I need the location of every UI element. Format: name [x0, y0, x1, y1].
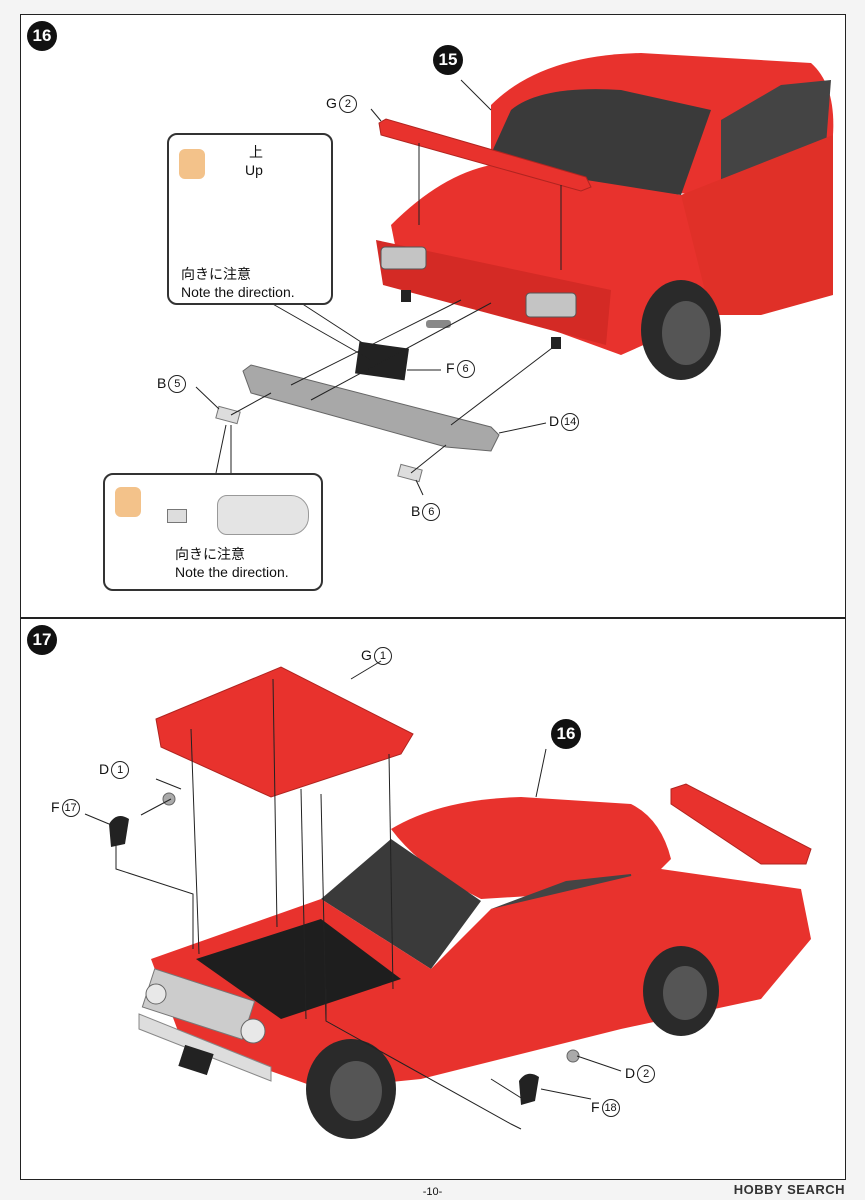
step-number-badge: 17 [27, 625, 57, 655]
reference-step-badge: 16 [551, 719, 581, 749]
mirror-base-d1 [162, 792, 176, 806]
callout-letter: F [51, 799, 60, 815]
callout-letter: B [411, 503, 421, 519]
callout-letter: D [99, 761, 110, 777]
rear-spoiler-part [378, 118, 592, 192]
step-number-badge: 16 [27, 21, 57, 51]
hand-pointing-icon [179, 149, 205, 179]
callout-number: 6 [456, 360, 475, 379]
hand-pointing-icon [115, 487, 141, 517]
mirror-part-f18 [519, 1073, 539, 1105]
note-up-jp: 上 [249, 144, 263, 160]
callout-letter: G [326, 95, 337, 111]
step-17-panel: 17 [20, 618, 846, 1180]
callout-number: 5 [168, 375, 187, 394]
note-jp: 向きに注意 [181, 266, 251, 282]
note-en: Note the direction. [175, 564, 289, 580]
step-16-illustration [195, 53, 834, 496]
light-housing-icon [217, 495, 309, 535]
callout-number: 2 [338, 95, 357, 114]
callout-letter: B [157, 375, 167, 391]
callout-number: 18 [601, 1099, 620, 1118]
rear-bumper-part [242, 364, 500, 452]
callout-number: 1 [373, 647, 392, 666]
note-jp: 向きに注意 [175, 546, 245, 562]
callout-number: 2 [637, 1065, 656, 1084]
callout-number: 6 [422, 503, 441, 522]
callout-letter: D [625, 1065, 636, 1081]
callout-number: 1 [111, 761, 130, 780]
direction-note-box: 上 Up 向きに注意 Note the direction. [167, 133, 333, 305]
note-up-en: Up [245, 162, 263, 178]
mirror-part-f17 [109, 815, 129, 847]
callout-letter: F [591, 1099, 600, 1115]
callout-letter: G [361, 647, 372, 663]
direction-note-box: 向きに注意 Note the direction. [103, 473, 323, 591]
car-front-body [138, 783, 812, 1139]
page-number: -10- [422, 1186, 443, 1198]
callout-number: 17 [61, 799, 80, 818]
callout-number: 14 [561, 413, 580, 432]
step-16-panel: 16 [20, 14, 846, 618]
car-rear-body [376, 53, 834, 380]
mirror-base-d2 [566, 1049, 580, 1063]
callout-letter: D [549, 413, 560, 429]
license-plate-part [355, 341, 409, 381]
step-17-illustration [84, 660, 812, 1139]
callout-letter: F [446, 360, 455, 376]
assembly-lines [195, 79, 562, 496]
watermark-logo: HOBBY SEARCH [733, 1182, 845, 1197]
note-en: Note the direction. [181, 284, 295, 300]
reference-step-badge: 15 [433, 45, 463, 75]
reverse-light-part-b5 [215, 405, 241, 425]
assembly-lines [84, 660, 622, 1130]
lens-part-icon [167, 509, 187, 523]
hood-part [155, 666, 414, 798]
